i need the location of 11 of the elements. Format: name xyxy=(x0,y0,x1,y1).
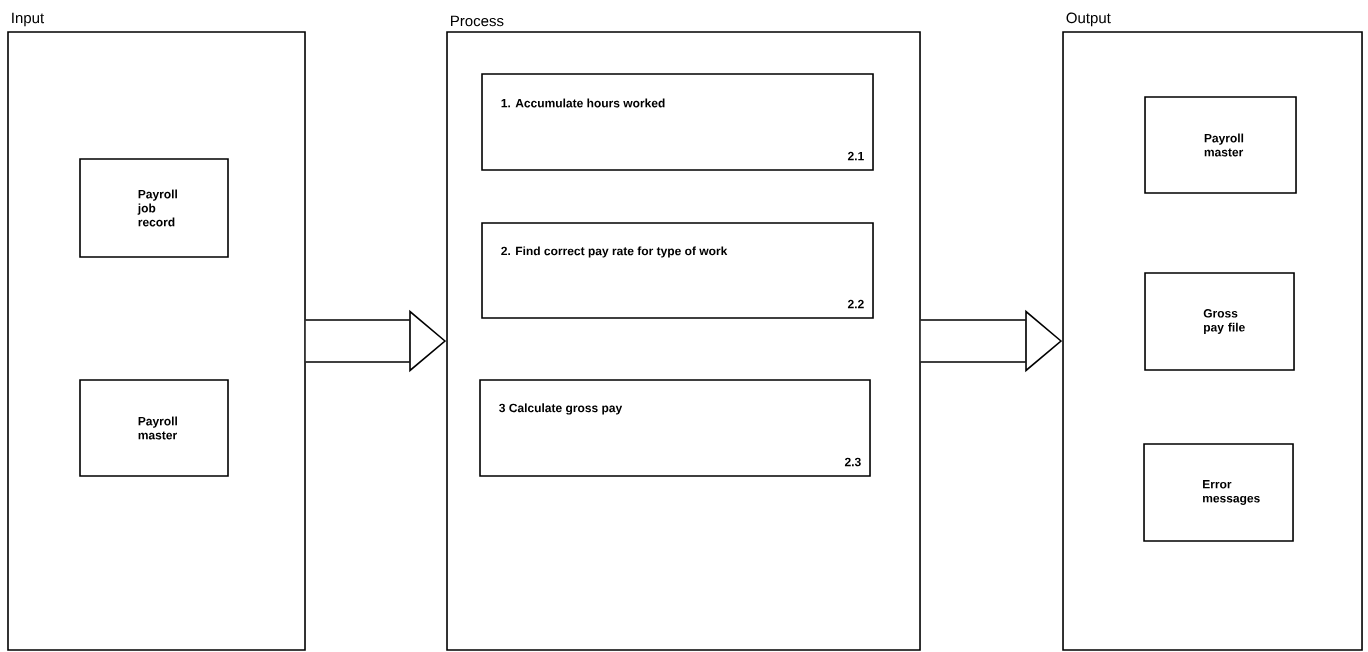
data-box: Gross pay file xyxy=(1144,272,1295,371)
data-box: Error messages xyxy=(1143,443,1294,542)
panel-heading: Output xyxy=(1066,12,1111,27)
process-box: 1. Accumulate hours worked 2.1 xyxy=(481,73,874,171)
data-box: Payroll job record xyxy=(79,158,229,258)
process-box: 2. Find correct pay rate for type of work 2.2 xyxy=(481,222,874,319)
panel-heading: Input xyxy=(12,12,45,27)
panel-heading: Process xyxy=(451,15,504,27)
data-box: Payroll master xyxy=(79,379,229,477)
data-box: Payroll master xyxy=(1144,96,1297,194)
process-box: 3 Calculate gross pay 2.3 xyxy=(479,379,871,477)
